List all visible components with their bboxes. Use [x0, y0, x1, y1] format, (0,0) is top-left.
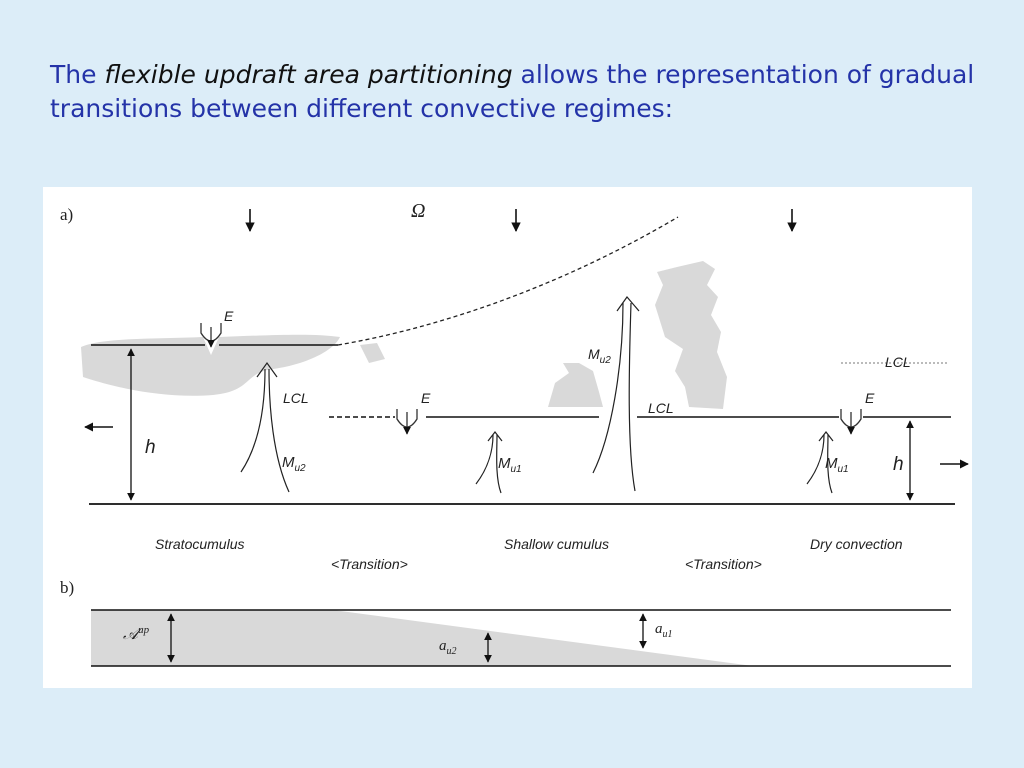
title-highlight: flexible updraft area partitioning: [104, 60, 513, 89]
small-cumulus: [548, 363, 603, 407]
panel-b-tag: b): [60, 578, 74, 597]
updraft-area-shading: [91, 610, 753, 666]
mu2-label-2: Mu2: [588, 346, 611, 366]
h-label-right: h: [893, 454, 904, 475]
regime-dry-convection: Dry convection: [810, 536, 903, 552]
stratocumulus-cloud: [81, 334, 340, 396]
entrainment-symbol-1: [200, 323, 222, 348]
regime-stratocumulus: Stratocumulus: [155, 536, 244, 552]
a-u2-label: au2: [439, 638, 457, 657]
slide-title: The flexible updraft area partitioning a…: [50, 58, 990, 126]
entrainment-label-2: E: [421, 390, 431, 406]
figure-panel: a) Ω h h E E E LCL: [43, 187, 972, 688]
cumulus-tower: [655, 261, 727, 409]
lcl-label-1: LCL: [283, 390, 309, 406]
mu1-label-dry: Mu1: [825, 455, 849, 475]
title-part-1: The: [50, 60, 105, 89]
inversion-dashed-line: [337, 216, 679, 346]
entrainment-symbol-3: [840, 409, 862, 435]
lcl-label-3: LCL: [885, 354, 911, 370]
updraft-plume-mu1-shallow: [475, 431, 503, 494]
a-u1-label: au1: [655, 621, 673, 640]
transition-label-1: <Transition>: [331, 556, 408, 572]
updraft-plume-mu1-dry: [806, 431, 834, 494]
lcl-label-2: LCL: [648, 400, 674, 416]
a-up-label: 𝒜up: [123, 624, 150, 643]
convective-regimes-diagram: a) Ω h h E E E LCL: [60, 200, 969, 667]
entrainment-label-1: E: [224, 308, 234, 324]
panel-a-tag: a): [60, 205, 73, 224]
entrainment-label-3: E: [865, 390, 875, 406]
title-part-2: allows the representation of gradual tra…: [50, 60, 975, 123]
mu2-label-1: Mu2: [282, 454, 306, 474]
stratocumulus-fragment: [360, 343, 385, 363]
updraft-plume-mu2-shallow: [592, 296, 640, 492]
regime-shallow-cumulus: Shallow cumulus: [504, 536, 609, 552]
mu1-label-shallow: Mu1: [498, 455, 522, 475]
entrainment-symbol-2: [396, 409, 418, 435]
transition-label-2: <Transition>: [685, 556, 762, 572]
h-label-left: h: [145, 437, 156, 458]
updraft-plume-mu2-stratocumulus: [240, 361, 290, 493]
omega-label: Ω: [411, 200, 425, 222]
